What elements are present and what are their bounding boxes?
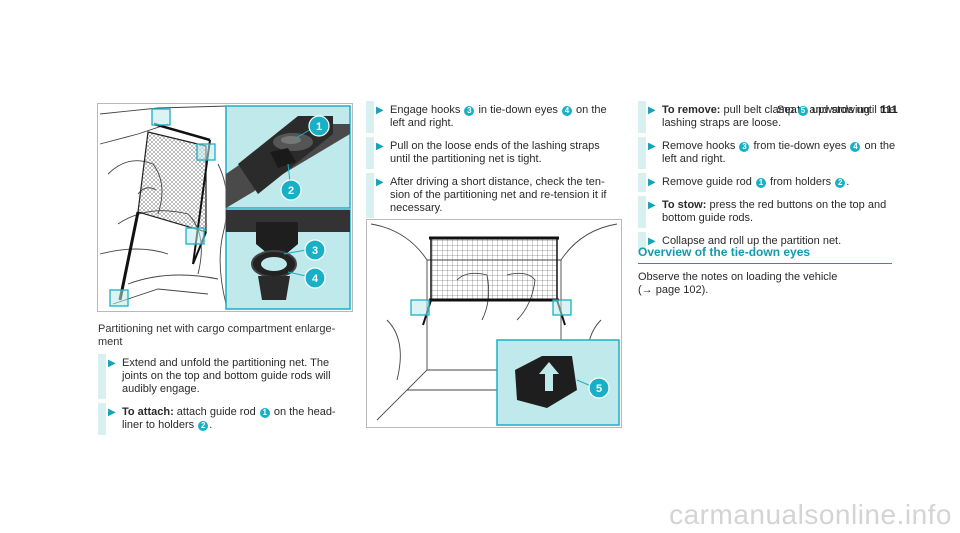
callout-3: 3 (304, 239, 326, 261)
step-bar (366, 137, 374, 169)
step-stow: ▶ To stow: press the red buttons on the … (638, 196, 896, 228)
callout-number: 1 (755, 178, 766, 188)
svg-text:4: 4 (312, 273, 319, 285)
svg-text:5: 5 (596, 383, 602, 395)
triangle-right-icon: ▶ (376, 105, 384, 116)
step-bar (638, 232, 646, 251)
step-remove-hooks: ▶ Remove hooks 3 from tie-down eyes 4 on… (638, 137, 896, 169)
triangle-right-icon: ▶ (376, 177, 384, 188)
step-attach: ▶ To attach: attach guide rod 1 on the h… (98, 403, 353, 435)
callout-number: 1 (259, 408, 270, 418)
partitioning-net-illustration: 1 2 3 4 (99, 105, 351, 310)
svg-text:1: 1 (316, 121, 322, 133)
callout-number: 3 (739, 142, 750, 152)
callout-number: 3 (464, 106, 475, 116)
triangle-right-icon: ▶ (648, 200, 656, 211)
callout-5: 5 (588, 377, 610, 399)
step-bar (366, 101, 374, 133)
section-heading: Overview of the tie-down eyes (638, 245, 892, 264)
callout-1: 1 (308, 115, 330, 137)
step-engage-hooks: ▶ Engage hooks 3 in tie-down eyes 4 on t… (366, 101, 621, 133)
cargo-net-illustration: 5 (370, 223, 620, 426)
step-bar (638, 101, 646, 133)
instructions-column-2: ▶ Engage hooks 3 in tie-down eyes 4 on t… (366, 101, 621, 225)
callout-number: 5 (797, 106, 808, 116)
triangle-right-icon: ▶ (108, 407, 116, 418)
svg-text:3: 3 (312, 245, 318, 257)
callout-2: 2 (280, 179, 302, 201)
step-collapse: ▶ Collapse and roll up the partition net… (638, 232, 896, 251)
page-reference-link[interactable]: (→ page 102). (638, 284, 709, 296)
step-extend-net: ▶ Extend and unfold the partitioning net… (98, 354, 353, 399)
callout-number: 2 (835, 178, 846, 188)
callout-4: 4 (304, 267, 326, 289)
figure-partitioning-net: 1 2 3 4 (97, 103, 353, 312)
step-bar (98, 403, 106, 435)
overview-text: Observe the notes on loading the vehicle… (638, 271, 892, 297)
page-number: 111 (880, 104, 898, 116)
callout-number: 4 (850, 142, 861, 152)
triangle-right-icon: ▶ (648, 177, 656, 188)
instructions-column-3: ▶ To remove: pull belt clamp 5 upwards u… (638, 101, 896, 258)
watermark: carmanualsonline.info (669, 499, 952, 530)
triangle-right-icon: ▶ (108, 358, 116, 369)
figure-cargo-compartment: 5 (366, 219, 622, 428)
step-pull-straps: ▶ Pull on the loose ends of the lashing … (366, 137, 621, 169)
triangle-right-icon: ▶ (376, 141, 384, 152)
triangle-right-icon: ▶ (648, 236, 656, 247)
callout-number: 4 (562, 106, 572, 116)
step-remove-clamp: ▶ To remove: pull belt clamp 5 upwards u… (638, 101, 896, 133)
triangle-right-icon: ▶ (648, 141, 656, 152)
step-bar (98, 354, 106, 399)
callout-number: 2 (198, 421, 209, 431)
svg-text:2: 2 (288, 185, 294, 197)
step-bar (638, 196, 646, 228)
instructions-column-1: ▶ Extend and unfold the partitioning net… (98, 354, 353, 442)
step-bar (638, 137, 646, 169)
figure-caption: Partitioning net with cargo compartment … (98, 323, 336, 348)
step-bar (638, 173, 646, 192)
triangle-right-icon: ▶ (648, 105, 656, 116)
step-check-tension: ▶ After driving a short distance, check … (366, 173, 621, 218)
step-bar (366, 173, 374, 218)
step-remove-guide-rod: ▶ Remove guide rod 1 from holders 2. (638, 173, 896, 192)
